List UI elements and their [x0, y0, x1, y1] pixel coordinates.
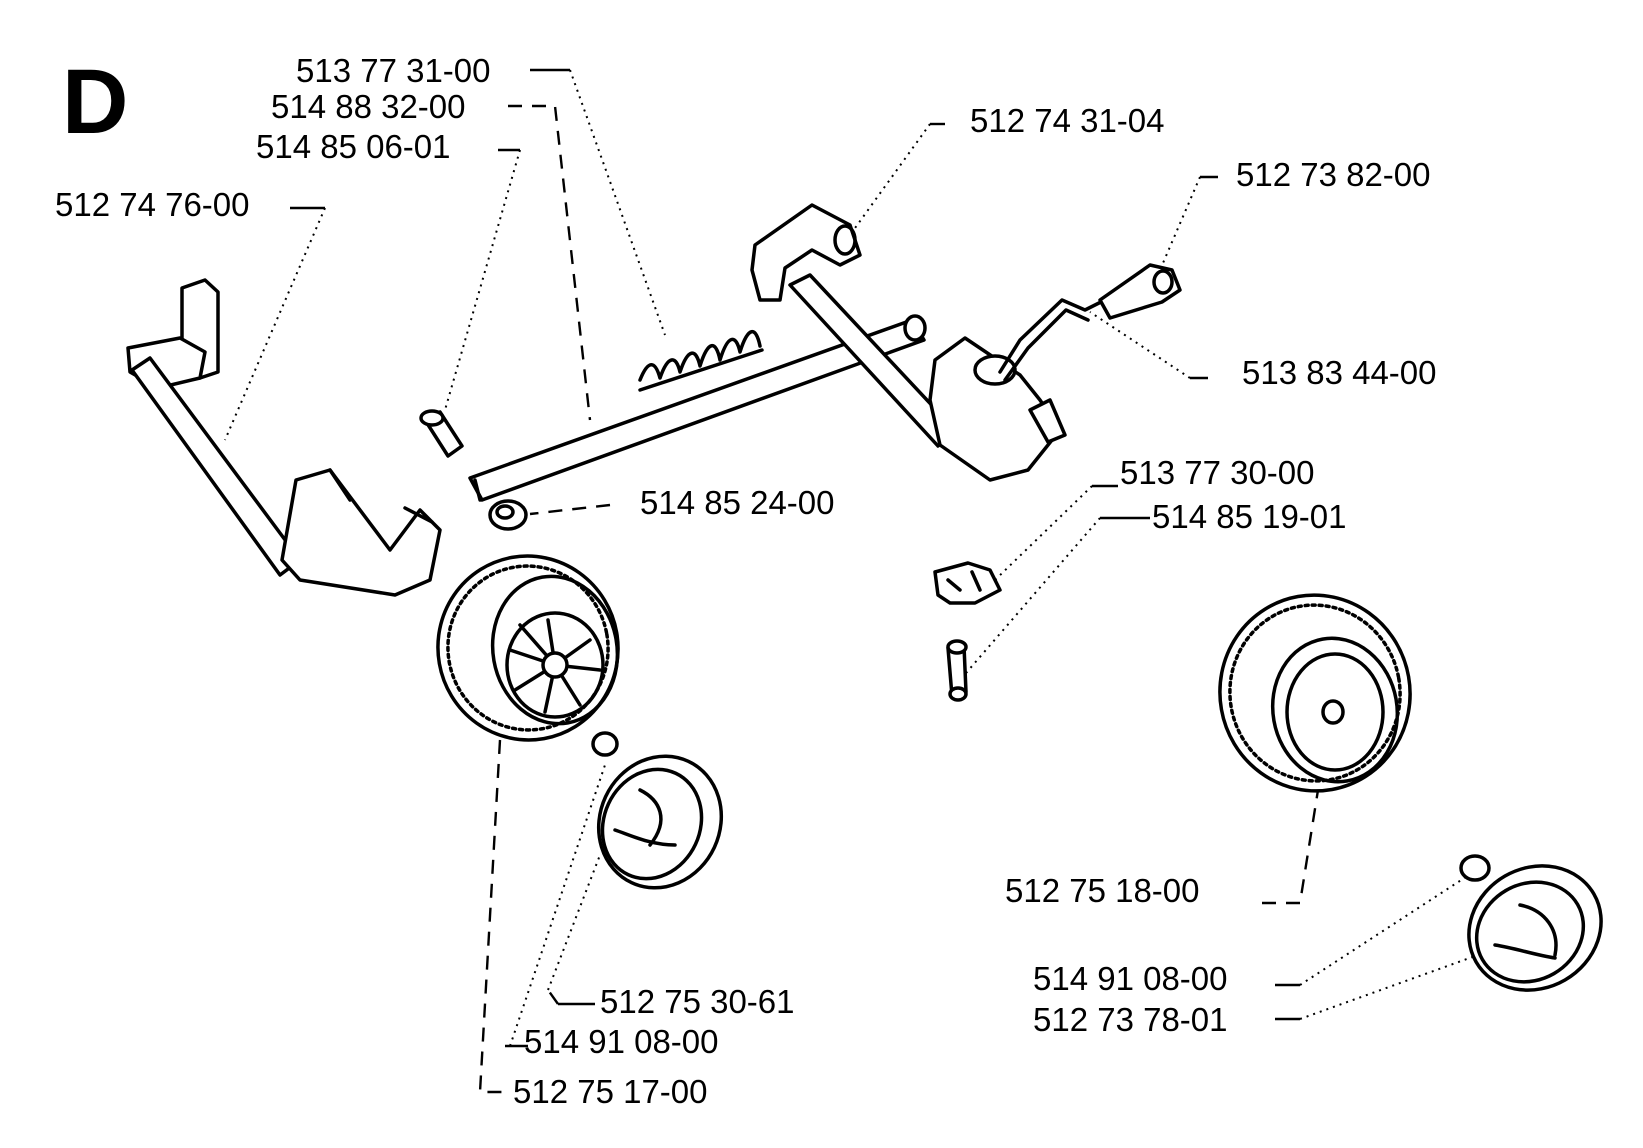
- label-514-91-08-00-right: 514 91 08-00: [1033, 960, 1228, 997]
- right-cap-part: [1467, 864, 1603, 992]
- left-wheel-part: [436, 554, 620, 742]
- label-512-75-18-00: 512 75 18-00: [1005, 872, 1200, 909]
- rod-part: [468, 314, 927, 502]
- left-cap-part: [596, 754, 724, 890]
- label-513-77-31-00: 513 77 31-00: [296, 52, 491, 89]
- label-514-85-06-01: 514 85 06-01: [256, 128, 451, 165]
- spring-part: [638, 330, 764, 392]
- right-wheel-part: [1218, 593, 1412, 793]
- label-512-74-31-04: 512 74 31-04: [970, 102, 1165, 139]
- label-513-83-44-00: 513 83 44-00: [1242, 354, 1437, 391]
- label-514-85-24-00: 514 85 24-00: [640, 484, 835, 521]
- label-512-73-78-01: 512 73 78-01: [1033, 1001, 1228, 1038]
- knob-part: [1098, 263, 1182, 320]
- screw-part: [946, 639, 968, 702]
- clip-part: [933, 561, 1002, 605]
- label-514-88-32-00: 514 88 32-00: [271, 88, 466, 125]
- label-512-75-30-61: 512 75 30-61: [600, 983, 795, 1020]
- left-axle-part: [126, 278, 442, 597]
- label-512-73-82-00: 512 73 82-00: [1236, 156, 1431, 193]
- lever-part: [998, 298, 1107, 382]
- label-514-91-08-00-left: 514 91 08-00: [524, 1023, 719, 1060]
- bolt-part: [419, 409, 464, 458]
- label-513-77-30-00: 513 77 30-00: [1120, 454, 1315, 491]
- label-512-75-17-00: 512 75 17-00: [513, 1073, 708, 1110]
- washer-part: [488, 499, 528, 531]
- left-nut-part: [591, 731, 619, 757]
- label-512-74-76-00: 512 74 76-00: [55, 186, 250, 223]
- right-nut-part: [1459, 854, 1491, 882]
- section-letter: D: [62, 51, 129, 153]
- shaft-bracket-part: [750, 203, 1067, 482]
- leader-lines: [224, 68, 1479, 1094]
- label-514-85-19-01: 514 85 19-01: [1152, 498, 1347, 535]
